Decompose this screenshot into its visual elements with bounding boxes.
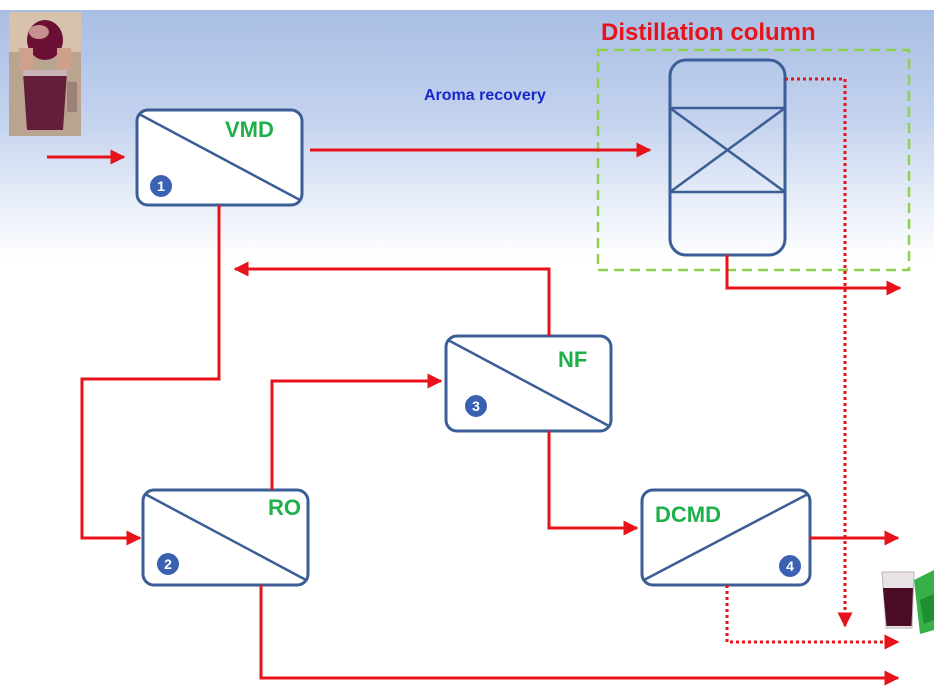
distillation-column-title: Distillation column bbox=[601, 19, 816, 46]
flow-ro-permeate-out bbox=[259, 585, 900, 686]
flow-vmd-to-ro bbox=[80, 205, 221, 546]
unit-box-nf bbox=[444, 334, 613, 433]
aroma-recovery-label: Aroma recovery bbox=[424, 87, 546, 104]
flow-column-top-dotted bbox=[785, 77, 853, 628]
unit-label-nf: NF bbox=[558, 347, 588, 372]
unit-label-dcmd: DCMD bbox=[655, 502, 721, 527]
beet-juicing-photo bbox=[9, 12, 81, 136]
unit-label-vmd: VMD bbox=[225, 117, 274, 142]
unit-number-badge-3: 3 bbox=[465, 395, 487, 417]
unit-label-ro: RO bbox=[268, 495, 301, 520]
juice-glass-photo bbox=[880, 560, 934, 638]
flow-nf-to-dcmd bbox=[547, 431, 639, 536]
flow-nf-recycle bbox=[233, 261, 551, 336]
distillation-column-vessel bbox=[668, 58, 787, 257]
unit-box-ro bbox=[141, 488, 310, 587]
distillation-column-frame bbox=[596, 48, 911, 272]
flow-column-bottom-out bbox=[725, 255, 902, 296]
flow-dcmd-permeate-dotted bbox=[725, 585, 900, 650]
unit-number-badge-2: 2 bbox=[157, 553, 179, 575]
unit-number-badge-1: 1 bbox=[150, 175, 172, 197]
flow-ro-to-nf bbox=[270, 373, 443, 490]
unit-number-badge-4: 4 bbox=[779, 555, 801, 577]
